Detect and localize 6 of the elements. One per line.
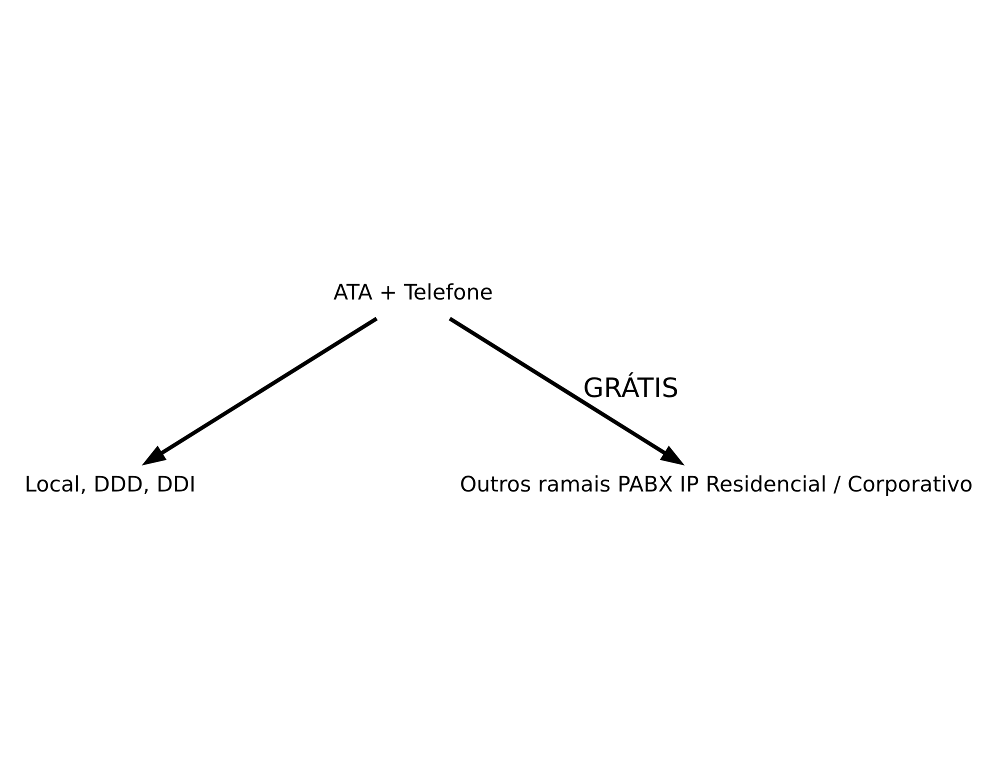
- node-text: Local, DDD, DDI: [24, 472, 196, 498]
- node-text: ATA + Telefone: [334, 280, 493, 305]
- arrow: [142, 316, 378, 466]
- edge-label: GRÁTIS: [583, 372, 679, 404]
- node-text: Outros ramais PABX IP Residencial / Corporativo: [460, 472, 973, 498]
- arrow: [448, 316, 685, 466]
